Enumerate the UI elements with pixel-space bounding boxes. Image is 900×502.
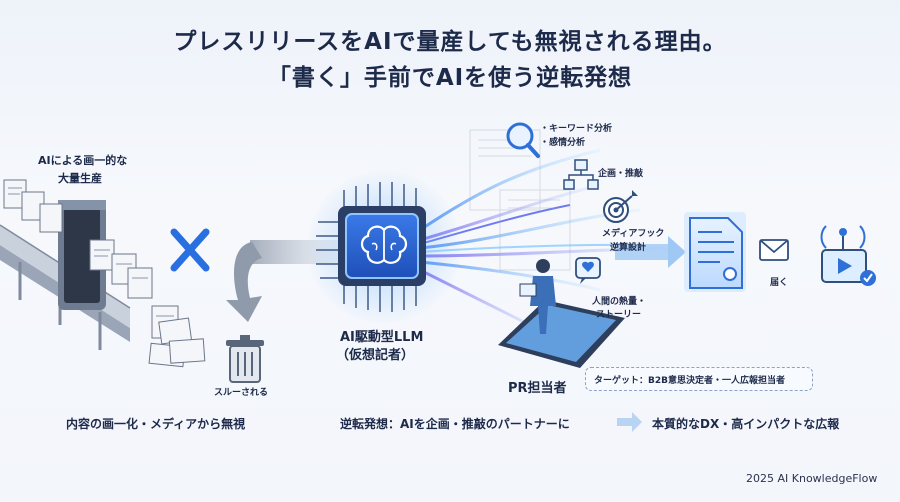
llm-label-1: AI駆動型LLM [340,330,424,345]
caption-right: 本質的なDX・高インパクトな広報 [652,417,840,431]
target-audience-text: ターゲット：B2B意思決定者・一人広報担当者 [594,376,785,386]
production-machine [58,200,106,310]
forward-arrow [615,236,686,268]
mass-production-label-1: AIによる画一的な [38,154,128,167]
target-audience-box [585,367,813,391]
media-hook-label-1: メディアフック [602,229,665,239]
page-title-line1: プレスリリースをAIで量産しても無視される理由。 [173,29,727,55]
ignored-label: スルーされる [214,388,269,398]
footer-credit: 2025 AI KnowledgeFlow [746,472,878,485]
target-icon [603,190,638,223]
heart-chat-icon [575,257,601,284]
keyword-analysis-label: ・キーワード分析 [540,124,613,134]
page-title-line2: 「書く」手前でAIを使う逆転発想 [267,65,633,91]
pr-person-label: PR担当者 [508,381,567,396]
envelope-icon [759,239,789,261]
human-story-label-2: ストーリー [596,310,642,320]
cross-icon [170,228,210,272]
deliver-label: 届く [770,278,789,288]
human-story-label-1: 人間の熱量・ [592,297,647,307]
caption-left: 内容の画一化・メディアから無視 [66,417,246,431]
trash-icon [226,335,264,383]
llm-chip [306,169,462,325]
magnifier-icon [506,122,540,158]
planning-icon [563,159,599,190]
planning-label: 企画・推敲 [598,169,644,179]
media-hook-label-2: 逆算設計 [610,243,647,253]
caption-center: 逆転発想：AIを企画・推敲のパートナーに [340,417,570,431]
mass-production-label-2: 大量生産 [58,172,102,185]
mass-documents [3,179,206,368]
bottom-arrow [617,412,642,432]
llm-label-2: （仮想記者） [336,348,415,363]
pr-person-icon [519,259,556,334]
sentiment-analysis-label: ・感情分析 [540,138,586,148]
tablet-platform [498,300,625,368]
media-broadcast-icon [820,225,876,286]
press-release-document-icon [684,212,746,292]
